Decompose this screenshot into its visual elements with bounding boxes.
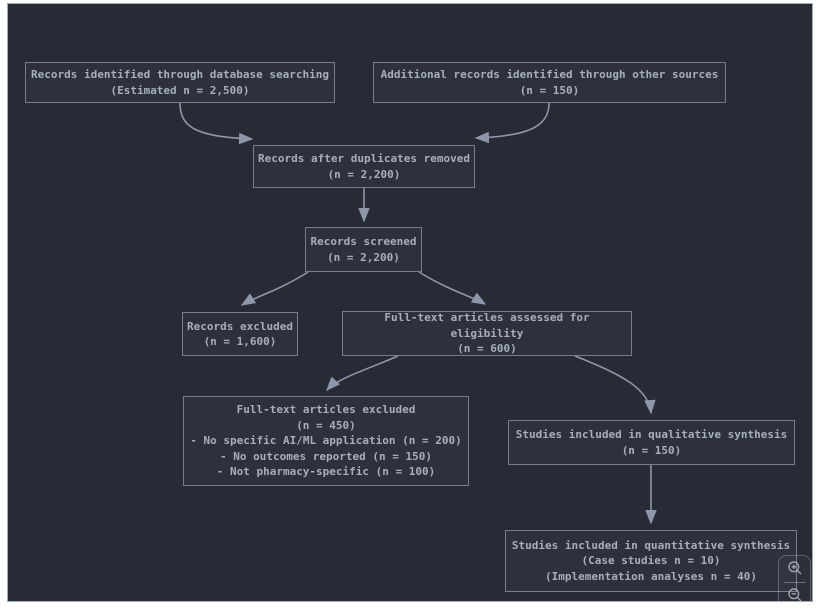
connector-layer (179, 102, 657, 525)
box-line: (n = 1,600) (203, 335, 277, 348)
zoom-in-icon (787, 560, 803, 579)
box-line: (n = 2,200) (327, 167, 401, 181)
diagram-canvas: Records identified through database sear… (7, 3, 813, 602)
zoom-controls-divider (783, 582, 806, 583)
arrow-additional-to-duplicates (474, 102, 550, 144)
arrow-assessed-to-qualitative (574, 355, 656, 415)
box-records-screened: Records screened (n = 2,200) (305, 227, 422, 272)
box-line: Additional records identified through ot… (380, 68, 719, 81)
zoom-out-button[interactable] (779, 583, 810, 602)
box-line: (Implementation analyses n = 40) (545, 569, 757, 583)
box-line: Records screened (310, 235, 417, 248)
box-line: Studies included in quantitative synthes… (511, 538, 791, 552)
box-quantitative-synthesis: Studies included in quantitative synthes… (505, 530, 797, 592)
box-fulltext-assessed: Full-text articles assessed for eligibil… (342, 311, 632, 356)
box-additional-records: Additional records identified through ot… (373, 62, 726, 103)
box-line: Studies included in qualitative synthesi… (515, 428, 788, 441)
box-line: - No specific AI/ML application (n = 200… (190, 434, 462, 448)
arrow-screened-to-assessed (418, 271, 487, 305)
box-line: - No outcomes reported (n = 150) (220, 449, 432, 463)
zoom-out-icon (787, 587, 803, 602)
box-line: (n = 150) (621, 443, 682, 457)
box-fulltext-excluded: Full-text articles excluded (n = 450) - … (183, 396, 469, 486)
box-line: Full-text articles excluded (236, 403, 416, 417)
box-line: Records identified through database sear… (30, 68, 329, 81)
box-line: - Not pharmacy-specific (n = 100) (216, 465, 436, 479)
box-line: (n = 600) (457, 342, 517, 356)
box-line: (n = 150) (519, 83, 580, 97)
box-records-excluded: Records excluded (n = 1,600) (182, 312, 298, 356)
box-line: Records excluded (187, 319, 293, 333)
arrow-screened-to-excluded (240, 271, 309, 306)
box-qualitative-synthesis: Studies included in qualitative synthesi… (508, 420, 795, 465)
box-records-identified: Records identified through database sear… (25, 62, 335, 103)
arrow-assessed-to-fulltext-excluded (326, 355, 399, 392)
box-line: (n = 450) (296, 418, 356, 432)
box-line: (Estimated n = 2,500) (110, 83, 250, 97)
box-line: Records after duplicates removed (258, 152, 470, 165)
zoom-controls (778, 555, 811, 602)
box-line: (Case studies n = 10) (581, 554, 721, 568)
arrow-identified-to-duplicates (179, 102, 254, 145)
box-line: (n = 2,200) (327, 250, 400, 264)
box-line: Full-text articles assessed for eligibil… (384, 311, 590, 340)
zoom-in-button[interactable] (779, 556, 810, 582)
box-duplicates-removed: Records after duplicates removed (n = 2,… (253, 145, 475, 188)
